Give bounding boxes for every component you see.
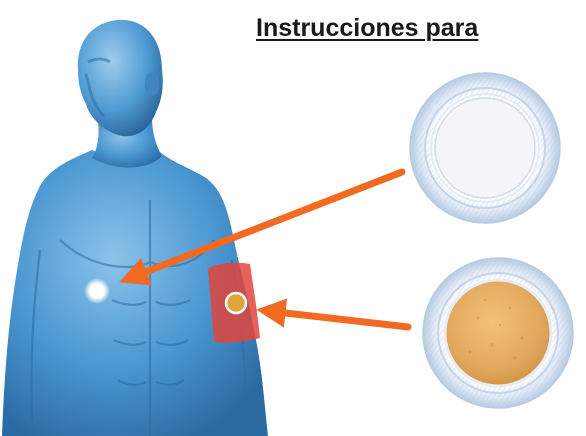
chest-patch-marker — [90, 284, 104, 298]
arrow-to-arm — [268, 311, 408, 327]
arm-patch-marker — [226, 293, 246, 313]
human-torso-figure — [2, 20, 268, 436]
medicated-patch-icon — [423, 258, 573, 408]
empty-patch-icon — [410, 73, 560, 223]
ear-shape — [145, 72, 159, 96]
page-title: Instrucciones para — [256, 12, 586, 44]
